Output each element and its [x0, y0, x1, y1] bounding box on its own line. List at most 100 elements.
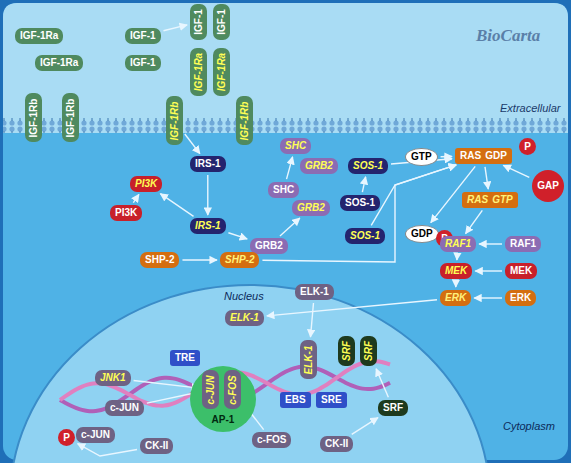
- signal-arrow: [475, 270, 502, 271]
- receptor-chain: IGF-1Rb: [25, 93, 42, 142]
- protein-box: JNK1: [95, 370, 131, 386]
- signal-arrow: [182, 259, 217, 260]
- signal-arrow: [133, 194, 139, 202]
- node-text: IGF-1: [216, 9, 228, 35]
- node-text: SHC: [285, 140, 306, 151]
- signal-arrow: [485, 167, 488, 189]
- signal-arrow: [352, 418, 378, 435]
- signal-arrow: [228, 233, 247, 239]
- protein-box: MEK: [440, 263, 472, 279]
- dna-element: SRE: [316, 392, 347, 408]
- signal-arrow: [163, 25, 187, 31]
- signal-arrow: [185, 134, 200, 154]
- node-text: IGF-1Ra: [216, 53, 228, 91]
- protein-box: ERK: [440, 290, 471, 306]
- node-text: CK-II: [145, 440, 168, 451]
- protein-box: RAF1: [505, 236, 541, 252]
- node-text: IGF-1Rb: [169, 101, 181, 140]
- membrane: [3, 118, 568, 133]
- protein-box: RAS GDP: [455, 148, 512, 164]
- membrane-lipids: [3, 118, 568, 133]
- node-text: IGF-1: [193, 9, 205, 35]
- node-text: P: [63, 432, 70, 444]
- node-text: MEK: [445, 265, 467, 276]
- node-text: RAF1: [445, 238, 471, 249]
- node-text: c-JUN: [81, 429, 110, 440]
- signal-arrow: [134, 380, 199, 388]
- phospho-circle: P: [519, 138, 536, 155]
- node-text: SOS-1: [350, 230, 380, 241]
- dna-element: TRE: [170, 350, 200, 366]
- node-text: IRS-1: [195, 158, 221, 169]
- protein-box: ERK: [505, 290, 536, 306]
- protein-box: c-JUN: [202, 370, 219, 409]
- protein-box: SOS-1: [348, 158, 388, 174]
- signal-arrow: [474, 297, 502, 298]
- receptor-complex-part: IGF-1: [213, 4, 230, 40]
- node-text: GTP: [411, 151, 432, 162]
- node-text: GDP: [485, 150, 507, 161]
- node-text: IGF-1Rb: [65, 98, 77, 137]
- protein-box: GRB2: [300, 158, 338, 174]
- signal-arrow: [376, 369, 388, 397]
- protein-box: CK-II: [320, 436, 353, 452]
- protein-box: SHP-2: [220, 252, 259, 268]
- node-text: SRF: [363, 341, 375, 361]
- signal-arrow: [262, 165, 456, 262]
- node-text: SHC: [273, 184, 294, 195]
- node-text: RAF1: [510, 238, 536, 249]
- ligand-chain: IGF-1Ra: [15, 28, 63, 44]
- protein-box: PI3K: [130, 176, 162, 192]
- region-label: Cytoplasm: [503, 420, 555, 432]
- node-text: GRB2: [305, 160, 333, 171]
- signal-arrow: [287, 157, 293, 179]
- protein-box: SRF: [360, 336, 377, 366]
- protein-box: SOS-1: [345, 228, 385, 244]
- node-text: SHP-2: [225, 254, 254, 265]
- node-text: AP-1: [212, 414, 235, 426]
- protein-box: ELK-1: [300, 340, 317, 379]
- signal-arrow: [78, 444, 137, 456]
- node-text: RAS: [460, 150, 481, 161]
- node-text: IGF-1: [130, 30, 156, 41]
- receptor-complex-part: IGF-1Ra: [213, 48, 230, 96]
- protein-box: RAF1: [440, 236, 476, 252]
- protein-box: SHP-2: [140, 252, 179, 268]
- signal-arrow: [160, 194, 193, 217]
- node-text: SRE: [321, 394, 342, 405]
- node-text: ERK: [510, 292, 531, 303]
- signal-arrow: [362, 177, 365, 192]
- node-text: GDP: [411, 228, 433, 239]
- node-text: CK-II: [325, 438, 348, 449]
- protein-box: MEK: [505, 263, 537, 279]
- node-text: MEK: [510, 265, 532, 276]
- watermark: BioCarta: [476, 26, 540, 46]
- node-text: ELK-1: [300, 286, 329, 297]
- protein-box: GRB2: [250, 238, 288, 254]
- protein-box: SRF: [338, 336, 355, 366]
- node-text: RAS: [467, 194, 488, 205]
- signal-arrow: [455, 282, 457, 287]
- receptor-chain: IGF-1Rb: [62, 93, 79, 142]
- signal-arrow: [503, 165, 529, 177]
- node-text: ELK-1: [230, 312, 259, 323]
- node-text: GRB2: [255, 240, 283, 251]
- region-label: Extracellular: [500, 102, 561, 114]
- node-text: IGF-1Ra: [193, 53, 205, 91]
- protein-box: c-JUN: [105, 400, 144, 416]
- node-text: EBS: [285, 394, 306, 405]
- protein-box: c-FOS: [224, 370, 241, 409]
- node-text: PI3K: [135, 178, 157, 189]
- signal-arrow: [310, 303, 313, 337]
- node-text: GRB2: [297, 202, 325, 213]
- node-text: IGF-1Ra: [20, 30, 58, 41]
- protein-box: ELK-1: [295, 284, 334, 300]
- node-text: IGF-1: [130, 57, 156, 68]
- nucleus: [10, 285, 490, 463]
- node-text: ELK-1: [303, 345, 315, 374]
- node-text: SHP-2: [145, 254, 174, 265]
- node-text: c-FOS: [257, 434, 286, 445]
